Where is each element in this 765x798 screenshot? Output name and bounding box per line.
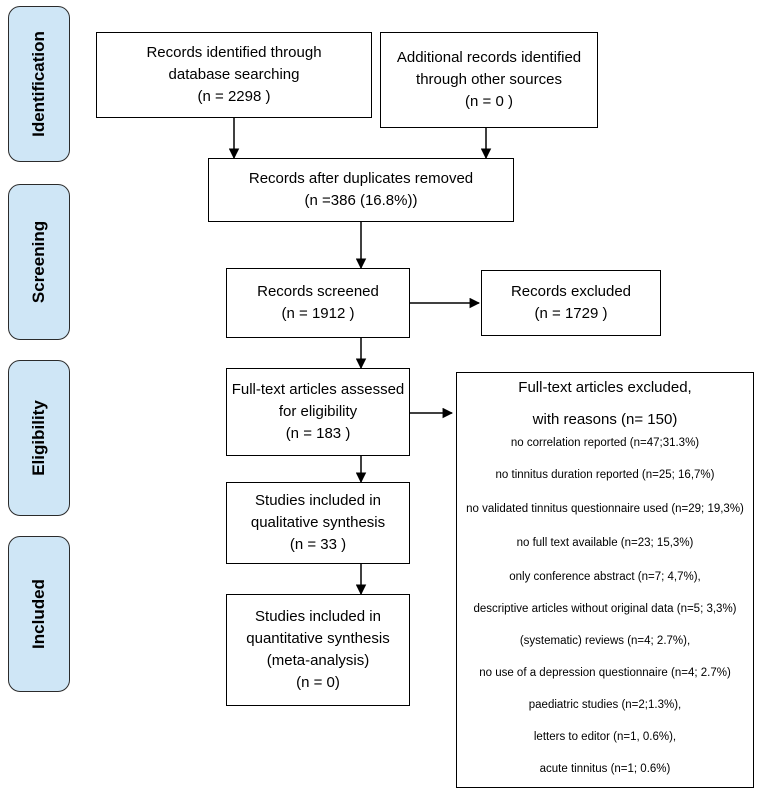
excl-reason: no validated tinnitus questionnaire used… xyxy=(466,503,744,515)
db-line-2: database searching xyxy=(168,66,300,83)
dup-line-2: (n =386 (16.8%)) xyxy=(304,192,418,209)
quant-line-4: (n = 0) xyxy=(296,674,340,691)
box-after-duplicates: Records after duplicates removed (n =386… xyxy=(208,158,514,222)
phase-screening: Screening xyxy=(8,184,70,340)
excl-reason: no correlation reported (n=47;31.3%) xyxy=(510,437,700,449)
box-quantitative-synthesis: Studies included in quantitative synthes… xyxy=(226,594,410,706)
excl-reason: acute tinnitus (n=1; 0.6%) xyxy=(539,763,671,775)
quant-line-2: quantitative synthesis xyxy=(246,630,390,647)
box-fulltext-excluded: Full-text articles excluded, with reason… xyxy=(456,372,754,788)
db-line-3: (n = 2298 ) xyxy=(197,88,271,105)
box-records-screened: Records screened (n = 1912 ) xyxy=(226,268,410,338)
db-line-1: Records identified through xyxy=(146,44,322,61)
excl-heading-2: with reasons (n= 150) xyxy=(532,411,678,428)
other-line-2: through other sources xyxy=(416,71,562,88)
excluded-line-2: (n = 1729 ) xyxy=(534,305,608,322)
fulltext-line-3: (n = 183 ) xyxy=(285,425,351,442)
qual-line-1: Studies included in xyxy=(255,492,381,509)
box-fulltext-assessed: Full-text articles assessed for eligibil… xyxy=(226,368,410,456)
dup-line-1: Records after duplicates removed xyxy=(248,170,474,187)
box-other-sources: Additional records identified through ot… xyxy=(380,32,598,128)
other-line-3: (n = 0 ) xyxy=(465,93,513,110)
excl-reason: descriptive articles without original da… xyxy=(473,603,737,615)
phase-included: Included xyxy=(8,536,70,692)
box-records-excluded: Records excluded (n = 1729 ) xyxy=(481,270,661,336)
qual-line-3: (n = 33 ) xyxy=(289,536,347,553)
phase-eligibility: Eligibility xyxy=(8,360,70,516)
excl-reason: (systematic) reviews (n=4; 2.7%), xyxy=(519,635,691,647)
phase-identification: Identification xyxy=(8,6,70,162)
box-qualitative-synthesis: Studies included in qualitative synthesi… xyxy=(226,482,410,564)
excl-reason: letters to editor (n=1, 0.6%), xyxy=(533,731,677,743)
fulltext-line-2: for eligibility xyxy=(278,403,358,420)
excl-reason: paediatric studies (n=2;1.3%), xyxy=(528,699,682,711)
box-database-searching: Records identified through database sear… xyxy=(96,32,372,118)
excl-reason: no use of a depression questionnaire (n=… xyxy=(479,667,731,679)
fulltext-line-1: Full-text articles assessed xyxy=(231,381,405,398)
other-line-1: Additional records identified xyxy=(396,49,582,66)
screened-line-1: Records screened xyxy=(257,283,379,300)
qual-line-2: qualitative synthesis xyxy=(250,514,386,531)
quant-line-1: Studies included in xyxy=(255,608,381,625)
excl-reason: no tinnitus duration reported (n=25; 16,… xyxy=(495,469,715,481)
screened-line-2: (n = 1912 ) xyxy=(281,305,355,322)
excl-reason: no full text available (n=23; 15,3%) xyxy=(516,537,694,549)
quant-line-3: (meta-analysis) xyxy=(266,652,370,669)
excl-heading-1: Full-text articles excluded, xyxy=(518,379,692,396)
excluded-line-1: Records excluded xyxy=(510,283,632,300)
excl-reason: only conference abstract (n=7; 4,7%), xyxy=(509,571,701,583)
